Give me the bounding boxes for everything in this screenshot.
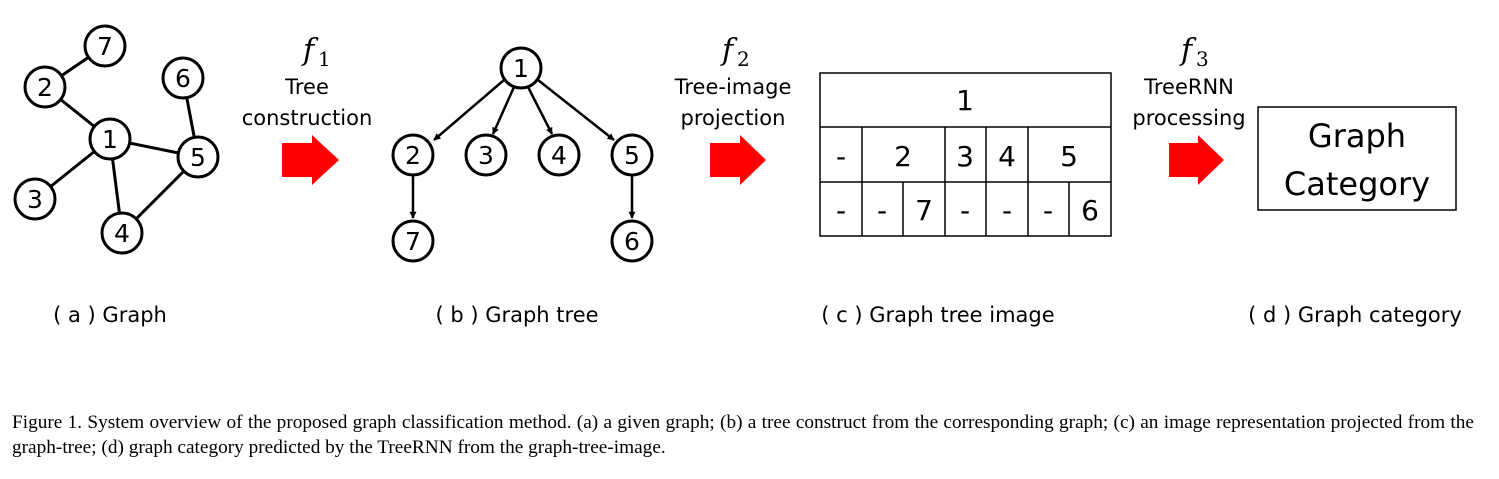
- figure-diagram: 1 2 3 4 5 6 7 f 1 Tree construction 1 2 …: [13, 24, 1462, 327]
- table-border: [819, 72, 1112, 237]
- category-line1: Graph: [1308, 117, 1406, 155]
- panel-label-b: ( b ) Graph tree: [435, 303, 598, 327]
- step-function-subscript: 1: [318, 47, 331, 71]
- graph-node-label: 5: [190, 143, 206, 172]
- tree-node-label: 4: [551, 141, 567, 170]
- graph-node: 3: [13, 177, 57, 221]
- tree-node: 2: [391, 133, 435, 177]
- table-cell: -: [836, 194, 846, 227]
- graph-node-label: 4: [114, 219, 130, 248]
- tree-node: 7: [391, 219, 435, 263]
- step-function-name: f: [1179, 33, 1197, 68]
- tree-edge-1-2: [433, 79, 505, 141]
- graph-node-label: 2: [37, 73, 53, 102]
- table-cell: -: [960, 194, 970, 227]
- step-treernn-processing: f 3 TreeRNN processing: [1132, 33, 1246, 185]
- tree-node: 5: [610, 133, 654, 177]
- graph-node: 7: [83, 24, 127, 68]
- tree-node: 1: [499, 46, 543, 90]
- graph-node-label: 3: [27, 185, 43, 214]
- tree-node: 3: [464, 133, 508, 177]
- tree-edge-1-5: [537, 79, 615, 141]
- tree-node-label: 5: [624, 141, 640, 170]
- step-tree-construction: f 1 Tree construction: [242, 33, 373, 185]
- tree-edges: [409, 79, 636, 219]
- tree-node-label: 1: [513, 54, 529, 83]
- tree-image-table: 1 - 2 3 4 5 - - 7 - - - 6: [819, 72, 1112, 237]
- table-cell: -: [1002, 194, 1012, 227]
- graph-node-label: 1: [102, 125, 118, 154]
- tree-node-label: 6: [624, 227, 640, 256]
- graph-node: 2: [23, 65, 67, 109]
- table-cell: -: [877, 194, 887, 227]
- tree-node-label: 7: [405, 227, 421, 256]
- table-cell: -: [836, 140, 846, 173]
- tree-node-label: 3: [478, 141, 494, 170]
- step-label-line2: construction: [242, 106, 373, 130]
- category-line2: Category: [1284, 165, 1430, 203]
- graph-node-label: 6: [175, 64, 191, 93]
- panel-label-d: ( d ) Graph category: [1248, 303, 1462, 327]
- step-label-line1: Tree-image: [674, 75, 792, 99]
- table-grid: [819, 72, 1112, 237]
- graph-node-label: 7: [97, 32, 113, 61]
- step-tree-image-projection: f 2 Tree-image projection: [674, 33, 792, 185]
- panel-labels: ( a ) Graph ( b ) Graph tree ( c ) Graph…: [53, 303, 1462, 327]
- red-arrow-icon: [282, 135, 339, 185]
- step-function-subscript: 3: [1196, 47, 1209, 71]
- step-label-line2: projection: [681, 106, 786, 130]
- table-cell: 4: [998, 140, 1016, 173]
- tree-node: 4: [537, 133, 581, 177]
- red-arrow-icon: [1169, 135, 1224, 185]
- graph-category-box: Graph Category: [1257, 106, 1457, 211]
- category-box-border: [1257, 106, 1457, 211]
- graph-node: 4: [100, 211, 144, 255]
- table-cell: 1: [956, 84, 974, 117]
- panel-label-a: ( a ) Graph: [53, 303, 167, 327]
- red-arrow-icon: [710, 135, 766, 185]
- step-label-line1: TreeRNN: [1143, 75, 1234, 99]
- graph-node: 6: [161, 56, 205, 100]
- table-cell: 7: [915, 194, 933, 227]
- figure-caption: Figure 1. System overview of the propose…: [12, 412, 1474, 458]
- tree-edge-1-3: [491, 86, 516, 135]
- table-cell: 6: [1081, 194, 1099, 227]
- tree-node: 6: [610, 219, 654, 263]
- step-function-name: f: [301, 33, 319, 68]
- table-cell: 3: [956, 140, 974, 173]
- graph-node: 5: [176, 135, 220, 179]
- table-cell: -: [1043, 194, 1053, 227]
- table-cell: 2: [894, 140, 912, 173]
- graph-panel: 1 2 3 4 5 6 7: [13, 24, 220, 255]
- table-cell: 5: [1060, 140, 1078, 173]
- step-function-subscript: 2: [737, 47, 750, 71]
- tree-edge-1-4: [526, 86, 554, 135]
- graph-node: 1: [88, 117, 132, 161]
- step-function-name: f: [720, 33, 738, 68]
- panel-label-c: ( c ) Graph tree image: [821, 303, 1054, 327]
- step-label-line2: processing: [1132, 106, 1245, 130]
- step-label-line1: Tree: [284, 75, 329, 99]
- tree-panel: 1 2 3 4 5 7 6: [391, 46, 654, 263]
- tree-node-label: 2: [405, 141, 421, 170]
